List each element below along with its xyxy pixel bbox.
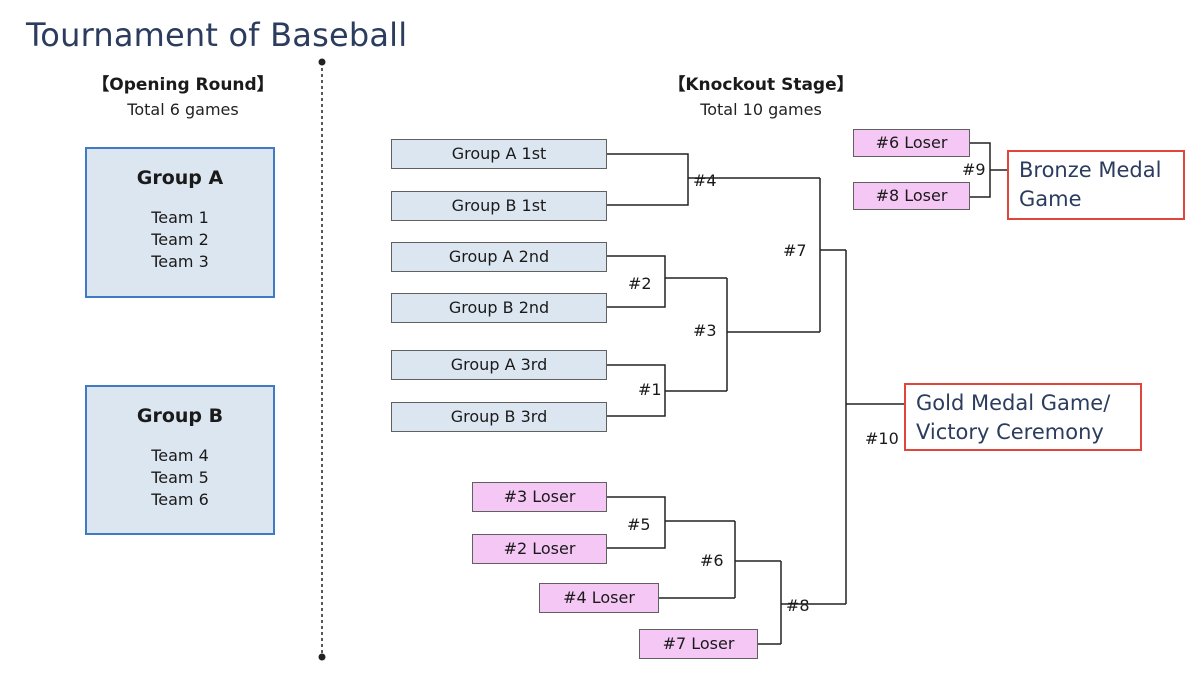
game-5-label: #5 (627, 515, 651, 534)
game-3-label: #3 (693, 321, 717, 340)
bronze-medal-game-box: Bronze Medal Game (1007, 150, 1185, 220)
bronze-medal-line-2: Game (1019, 187, 1082, 211)
seed-group-a-3rd: Group A 3rd (391, 350, 607, 380)
knockout-stage-heading: 【Knockout Stage】 (668, 75, 854, 95)
group-a-team-2: Team 2 (151, 230, 209, 249)
opening-round-subtitle: Total 6 games (127, 100, 239, 119)
seed-group-a-1st: Group A 1st (391, 139, 607, 169)
loser-2: #2 Loser (472, 534, 607, 564)
group-b-title: Group B (136, 405, 224, 427)
group-a-team-1: Team 1 (151, 208, 209, 227)
group-b-box: Group B Team 4 Team 5 Team 6 (85, 385, 275, 535)
game-7-label: #7 (783, 241, 807, 260)
game-10-label: #10 (865, 429, 899, 448)
game-4-label: #4 (693, 171, 717, 190)
divider-line (318, 58, 326, 661)
seed-group-a-2nd: Group A 2nd (391, 242, 607, 272)
game-8-label: #8 (786, 596, 810, 615)
page-title: Tournament of Baseball (26, 16, 408, 54)
loser-7: #7 Loser (639, 629, 758, 659)
game-1-label: #1 (638, 380, 662, 399)
loser-4: #4 Loser (539, 583, 659, 613)
gold-medal-line-1: Gold Medal Game/ (916, 391, 1111, 415)
gold-medal-line-2: Victory Ceremony (916, 420, 1104, 444)
gold-medal-game-box: Gold Medal Game/ Victory Ceremony (904, 383, 1142, 451)
group-b-team-4: Team 4 (151, 446, 209, 465)
loser-6: #6 Loser (853, 129, 970, 157)
game-6-label: #6 (700, 551, 724, 570)
group-a-team-3: Team 3 (151, 252, 209, 271)
game-9-label: #9 (962, 160, 986, 179)
loser-3: #3 Loser (472, 482, 607, 512)
group-b-team-6: Team 6 (151, 490, 209, 509)
knockout-stage-subtitle: Total 10 games (700, 100, 822, 119)
seed-group-b-3rd: Group B 3rd (391, 402, 607, 432)
game-2-label: #2 (628, 274, 652, 293)
group-a-title: Group A (136, 167, 224, 189)
group-a-box: Group A Team 1 Team 2 Team 3 (85, 147, 275, 298)
group-b-team-5: Team 5 (151, 468, 209, 487)
bronze-medal-line-1: Bronze Medal (1019, 158, 1162, 182)
loser-8: #8 Loser (853, 182, 970, 210)
seed-group-b-2nd: Group B 2nd (391, 293, 607, 323)
seed-group-b-1st: Group B 1st (391, 191, 607, 221)
opening-round-heading: 【Opening Round】 (92, 75, 274, 95)
